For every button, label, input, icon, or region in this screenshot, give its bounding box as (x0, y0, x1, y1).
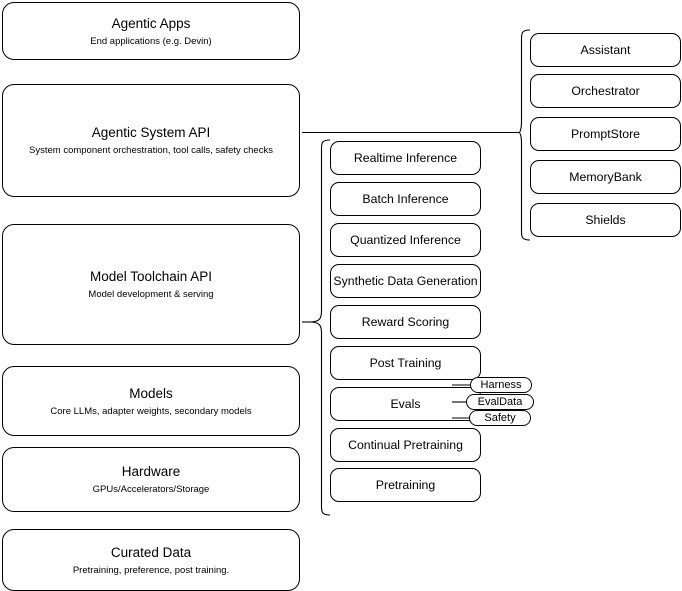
evals-pill-safety[interactable]: Safety (469, 410, 531, 426)
layer-subtitle: Core LLMs, adapter weights, secondary mo… (50, 405, 252, 417)
layer-subtitle: GPUs/Accelerators/Storage (92, 484, 210, 495)
component-label: PromptStore (570, 126, 641, 141)
evals-pill-evaldata[interactable]: EvalData (466, 394, 534, 410)
evals-pill-harness[interactable]: Harness (470, 377, 532, 393)
capability-label: Quantized Inference (350, 232, 461, 247)
layer-subtitle: End applications (e.g. Devin) (90, 35, 212, 47)
layer-title: Agentic System API (91, 125, 211, 140)
layer-box-hardware[interactable]: Hardware GPUs/Accelerators/Storage (2, 447, 300, 512)
capability-box-continual-pretraining[interactable]: Continual Pretraining (330, 428, 481, 462)
layer-subtitle: Model development & serving (88, 289, 214, 300)
capability-label: Pretraining (375, 477, 436, 492)
right-stack-brace (518, 29, 531, 241)
capability-label: Evals (390, 396, 421, 411)
capability-box-synthetic-data-generation[interactable]: Synthetic Data Generation (330, 264, 481, 298)
evals-pill-label: Safety (484, 412, 516, 424)
component-box-orchestrator[interactable]: Orchestrator (530, 74, 681, 108)
capability-label: Batch Inference (362, 191, 449, 206)
capability-box-evals[interactable]: Evals (330, 387, 481, 421)
layer-box-curated-data[interactable]: Curated Data Pretraining, preference, po… (2, 529, 300, 591)
layer-box-agentic-apps[interactable]: Agentic Apps End applications (e.g. Devi… (2, 2, 300, 60)
component-label: MemoryBank (569, 169, 642, 184)
capability-label: Continual Pretraining (348, 437, 463, 452)
capability-label: Reward Scoring (361, 314, 450, 329)
capability-label: Realtime Inference (353, 150, 458, 165)
layer-box-model-toolchain-api[interactable]: Model Toolchain API Model development & … (2, 224, 300, 345)
component-box-shields[interactable]: Shields (530, 203, 681, 237)
capability-label: Post Training (369, 355, 442, 370)
capability-box-reward-scoring[interactable]: Reward Scoring (330, 305, 481, 339)
capability-box-realtime-inference[interactable]: Realtime Inference (330, 141, 481, 175)
capability-box-post-training[interactable]: Post Training (330, 346, 481, 380)
layer-subtitle: System component orchestration, tool cal… (29, 145, 273, 156)
evals-pill-label: Harness (480, 379, 522, 391)
evals-pill-label: EvalData (477, 396, 523, 408)
capability-box-batch-inference[interactable]: Batch Inference (330, 182, 481, 216)
layer-title: Agentic Apps (111, 15, 191, 31)
component-box-memorybank[interactable]: MemoryBank (530, 160, 681, 194)
component-label: Orchestrator (571, 83, 640, 98)
capability-box-pretraining[interactable]: Pretraining (330, 468, 481, 502)
component-label: Assistant (580, 42, 631, 57)
capability-label: Synthetic Data Generation (333, 273, 478, 288)
layer-title: Hardware (121, 464, 181, 479)
layer-box-agentic-system-api[interactable]: Agentic System API System component orch… (2, 84, 300, 197)
component-label: Shields (585, 212, 626, 227)
component-box-assistant[interactable]: Assistant (530, 33, 681, 67)
layer-title: Model Toolchain API (89, 269, 213, 284)
layer-box-models[interactable]: Models Core LLMs, adapter weights, secon… (2, 366, 300, 436)
middle-stack-brace (309, 139, 331, 516)
layer-title: Models (129, 385, 173, 401)
layer-title: Curated Data (110, 544, 192, 560)
capability-box-quantized-inference[interactable]: Quantized Inference (330, 223, 481, 257)
layer-subtitle: Pretraining, preference, post training. (72, 564, 230, 576)
component-box-promptstore[interactable]: PromptStore (530, 117, 681, 151)
